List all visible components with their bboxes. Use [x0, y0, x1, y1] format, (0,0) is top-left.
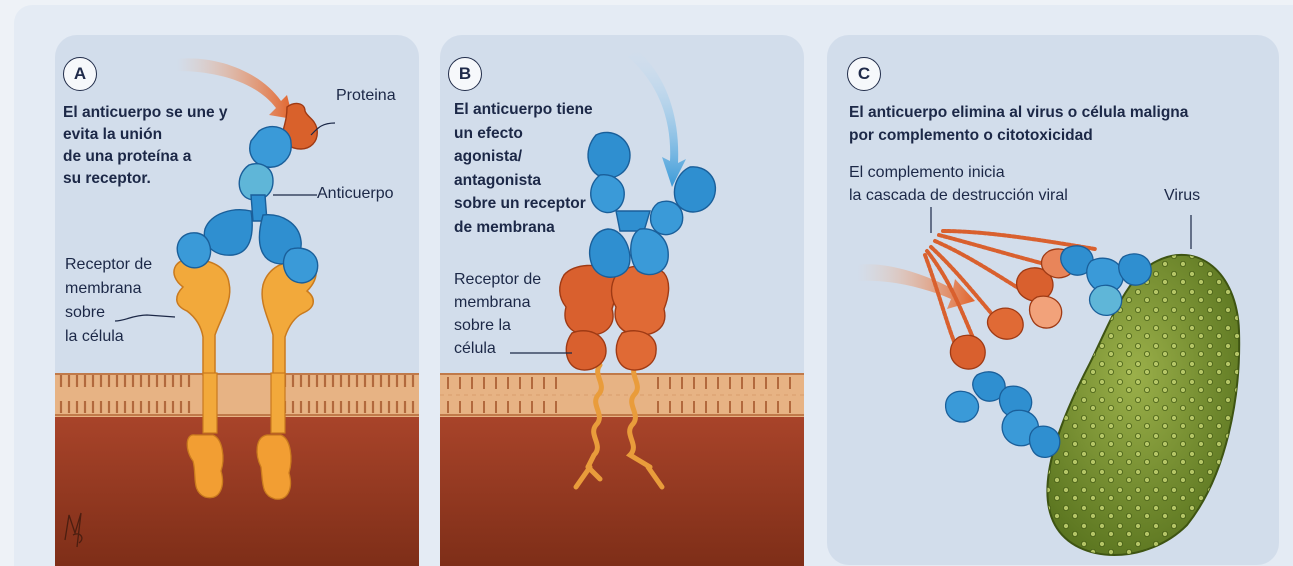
complement-heads: [950, 249, 1075, 369]
tissue: [55, 415, 419, 566]
panel-b-heading-line: agonista/: [454, 145, 593, 169]
panel-b-heading-line: un efecto: [454, 122, 593, 146]
protein-label: Proteina: [336, 85, 396, 107]
virus-label: Virus: [1164, 185, 1200, 207]
panel-a-heading-line: El anticuerpo se une y: [63, 102, 228, 124]
complement-label: El complemento inicia la cascada de dest…: [849, 161, 1068, 207]
panel-b-heading-line: de membrana: [454, 216, 593, 240]
binding-arrow: [628, 49, 686, 187]
tissue: [440, 415, 804, 566]
antibody-label: Anticuerpo: [317, 183, 394, 205]
complement-label-line: El complemento inicia: [849, 161, 1068, 184]
panel-c: C El anticuerpo elimina al virus o célul…: [827, 35, 1279, 565]
membrane-receptor-pair: [560, 265, 669, 370]
panel-a-heading-line: su receptor.: [63, 168, 228, 190]
panel-a-heading-line: de una proteína a: [63, 146, 228, 168]
virus: [1047, 255, 1239, 555]
panel-a-heading: El anticuerpo se une y evita la unión de…: [63, 102, 228, 190]
receptor-label-line: la célula: [65, 325, 152, 349]
panel-a-heading-line: evita la unión: [63, 124, 228, 146]
panel-a: A El anticuerpo se une y evita la unión …: [55, 35, 419, 566]
receptor-label: Receptor de membrana sobre la célula: [454, 268, 541, 360]
receptor-label-line: célula: [454, 337, 541, 360]
panel-b-heading-line: El anticuerpo tiene: [454, 98, 593, 122]
panel-c-heading-line: El anticuerpo elimina al virus o célula …: [849, 101, 1188, 124]
antibody-on-virus: [946, 372, 1060, 458]
antibody: [588, 132, 715, 277]
cell-membrane: [55, 373, 419, 417]
panel-b-letter: B: [448, 57, 482, 91]
panel-c-heading: El anticuerpo elimina al virus o célula …: [849, 101, 1188, 147]
receptor-label-line: Receptor de: [65, 253, 152, 277]
panel-b-heading: El anticuerpo tiene un efecto agonista/ …: [454, 98, 593, 239]
cell-membrane: [440, 373, 804, 417]
panel-c-letter: C: [847, 57, 881, 91]
panel-b: B El anticuerpo tiene un efecto agonista…: [440, 35, 804, 566]
receptor-label-line: sobre: [65, 301, 152, 325]
receptor-label-line: membrana: [454, 291, 541, 314]
receptor-label-line: Receptor de: [454, 268, 541, 291]
panel-b-heading-line: antagonista: [454, 169, 593, 193]
panel-c-heading-line: por complemento o citotoxicidad: [849, 124, 1188, 147]
receptor-label: Receptor de membrana sobre la célula: [65, 253, 152, 349]
complement-label-line: la cascada de destrucción viral: [849, 184, 1068, 207]
panel-a-letter: A: [63, 57, 97, 91]
receptor-label-line: membrana: [65, 277, 152, 301]
receptor-label-line: sobre la: [454, 314, 541, 337]
panel-b-heading-line: sobre un receptor: [454, 192, 593, 216]
